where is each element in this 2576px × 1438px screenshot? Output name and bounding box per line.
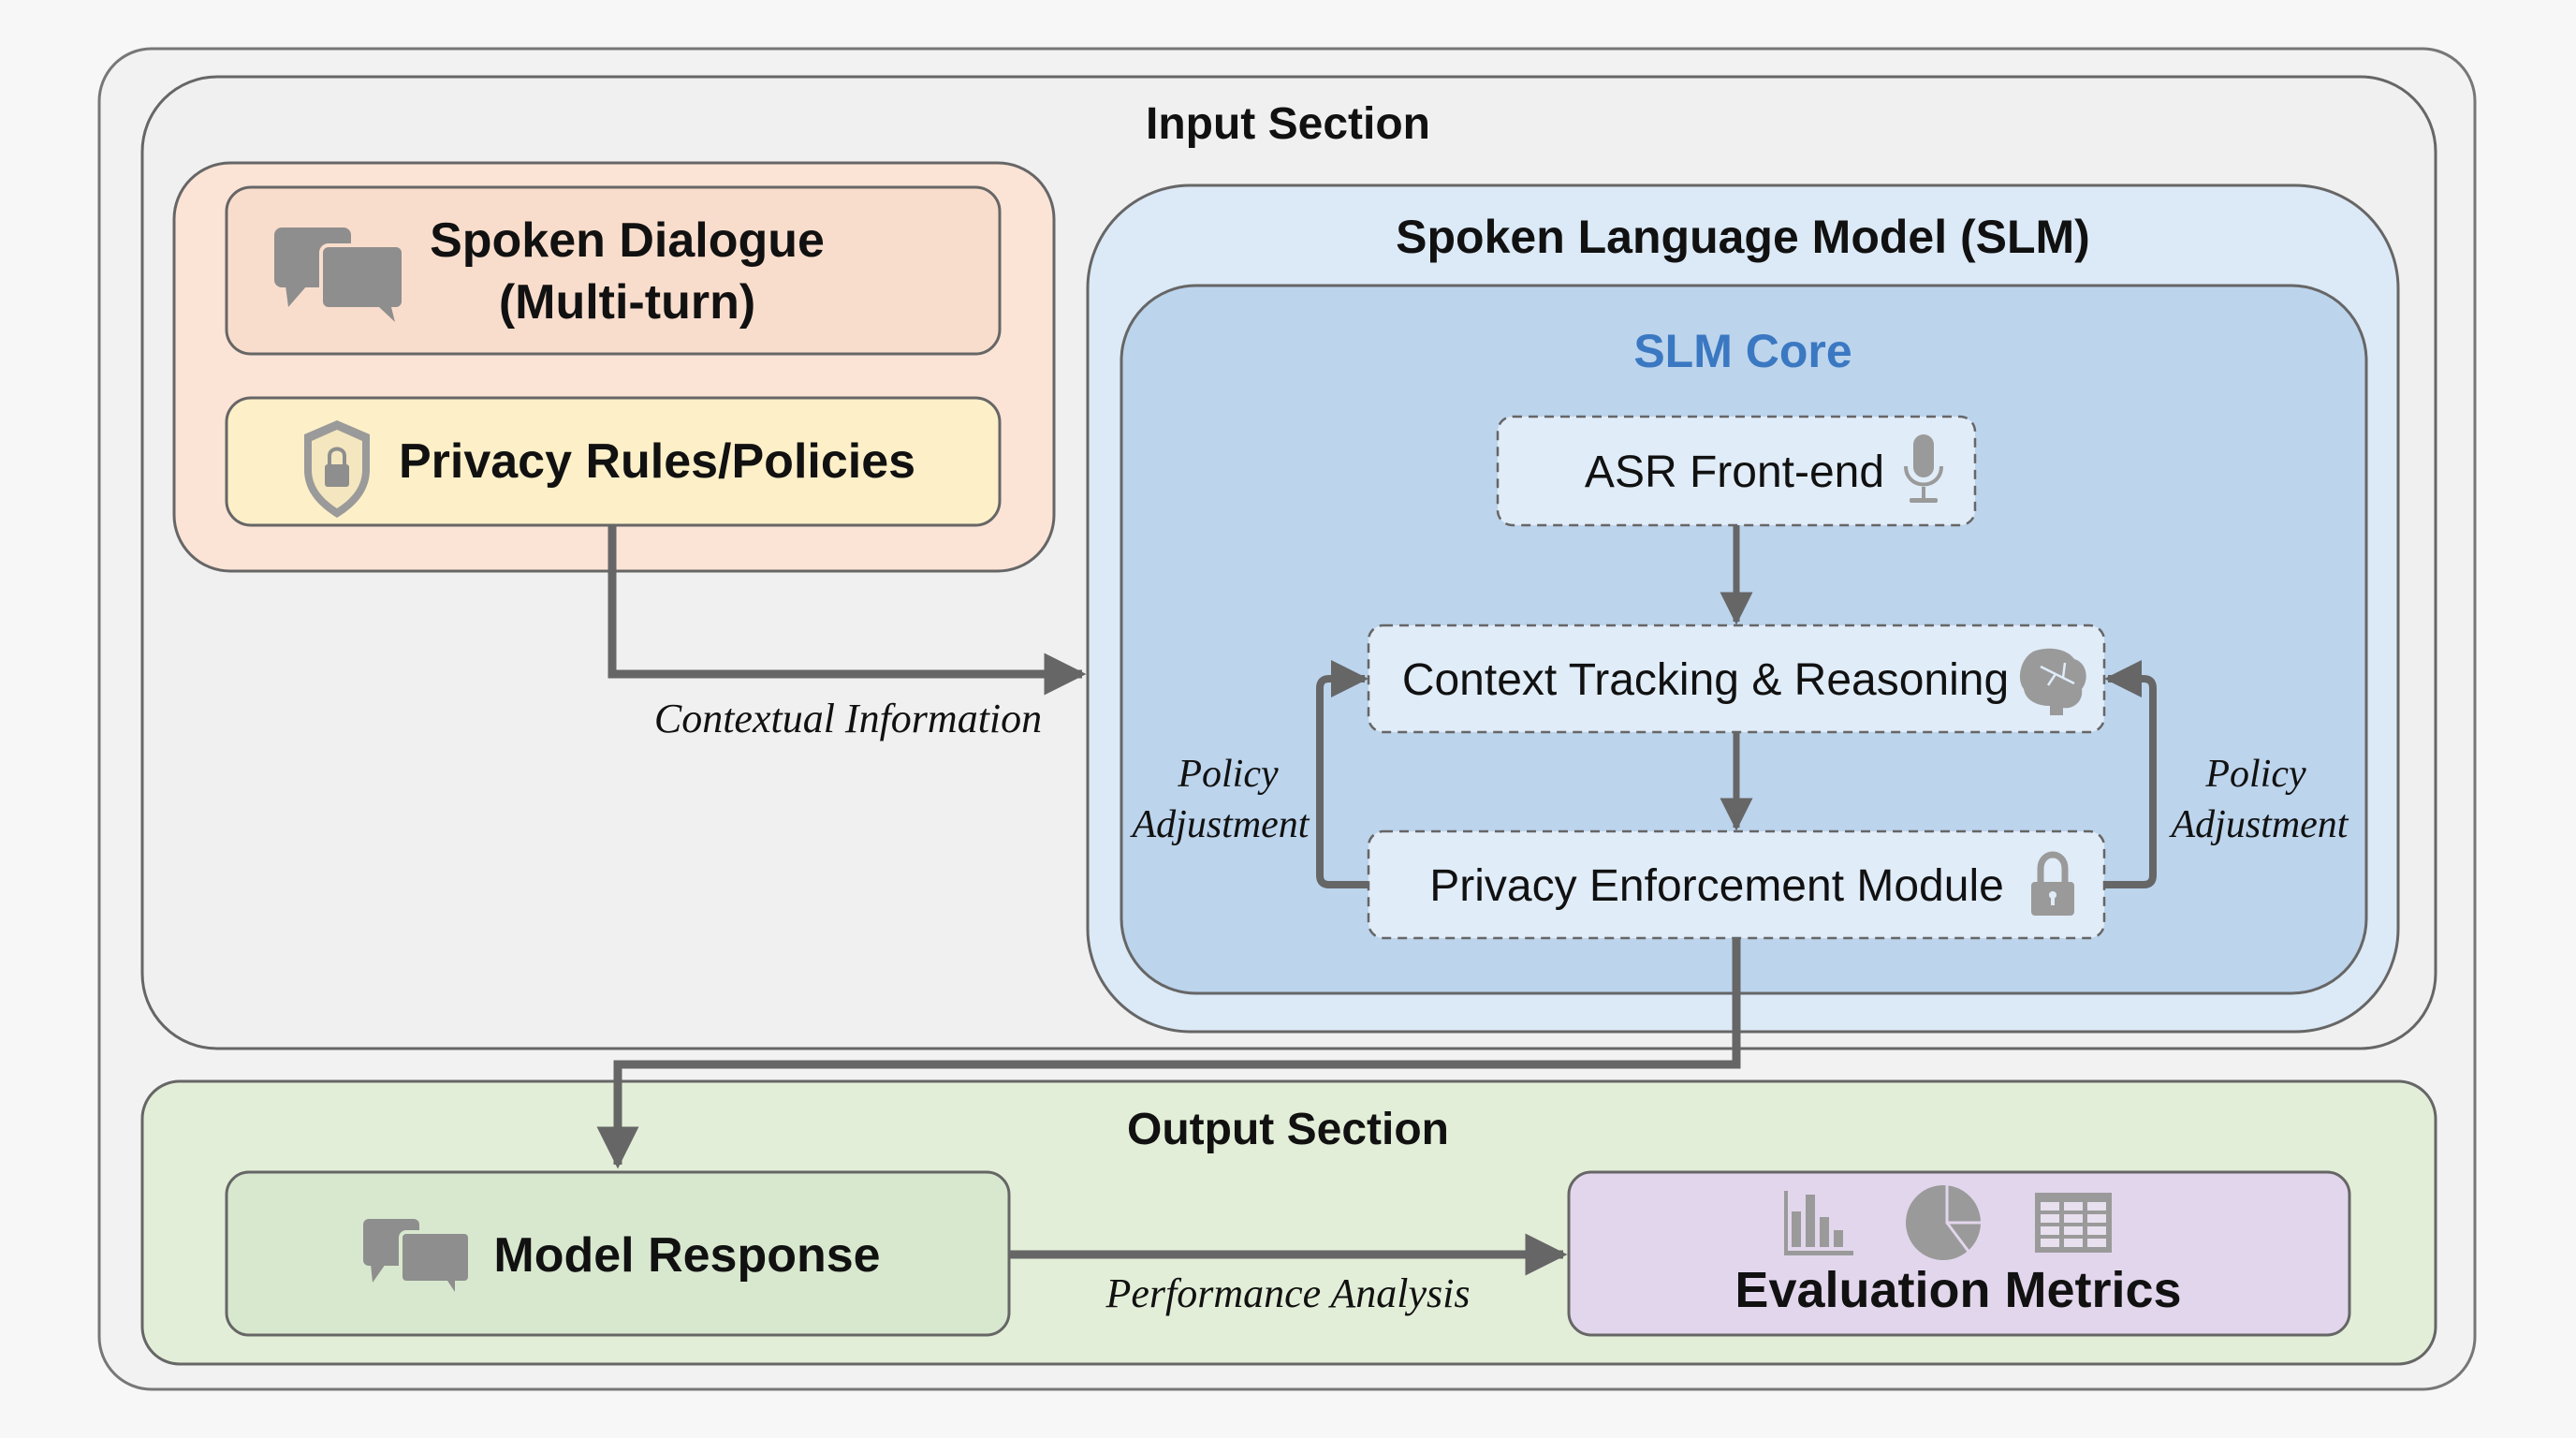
slm-core-title: SLM Core <box>1633 325 1852 377</box>
model-response-box[interactable]: Model Response <box>225 1170 1011 1337</box>
speech-bubbles-icon <box>363 1219 472 1292</box>
input-section-title: Input Section <box>1146 99 1430 149</box>
evaluation-metrics-label: Evaluation Metrics <box>1734 1262 2181 1318</box>
model-response-label: Model Response <box>493 1228 880 1283</box>
shield-lock-icon <box>304 420 370 518</box>
spoken-dialogue-box[interactable]: Spoken Dialogue (Multi-turn) <box>225 185 1002 356</box>
privacy-enforcement-module-label: Privacy Enforcement Module <box>1429 861 2004 911</box>
microphone-icon <box>1904 434 1943 503</box>
brain-icon <box>2019 648 2086 715</box>
arrow-contextual-information <box>607 525 1087 696</box>
feedback-right-label-line2: Adjustment <box>2169 803 2349 846</box>
asr-front-end-label: ASR Front-end <box>1585 448 1884 497</box>
table-icon <box>2035 1193 2112 1253</box>
feedback-left-label-line1: Policy <box>1177 753 1279 796</box>
feedback-left-label-line2: Adjustment <box>1130 803 1310 846</box>
evaluation-metrics-box[interactable]: Evaluation Metrics <box>1567 1170 2351 1337</box>
output-section-title: Output Section <box>1127 1105 1449 1154</box>
privacy-rules-box[interactable]: Privacy Rules/Policies <box>225 396 1002 527</box>
context-tracking-box[interactable]: Context Tracking & Reasoning <box>1367 624 2106 734</box>
contextual-information-label: Contextual Information <box>654 696 1042 741</box>
spoken-dialogue-label-line2: (Multi-turn) <box>499 275 755 330</box>
arrow-privacy-to-response <box>596 938 1741 1169</box>
slm-title: Spoken Language Model (SLM) <box>1396 211 2090 263</box>
speech-bubbles-icon <box>274 227 405 322</box>
performance-analysis-label: Performance Analysis <box>1105 1270 1470 1316</box>
feedback-arrow-right <box>2104 660 2157 888</box>
feedback-right-label-line1: Policy <box>2204 753 2306 796</box>
context-tracking-label: Context Tracking & Reasoning <box>1402 655 2009 705</box>
asr-front-end-box[interactable]: ASR Front-end <box>1496 415 1977 527</box>
privacy-rules-label: Privacy Rules/Policies <box>399 434 915 489</box>
padlock-icon <box>2031 851 2074 916</box>
pie-chart-icon <box>1906 1185 1981 1260</box>
bar-chart-icon <box>1784 1191 1853 1255</box>
feedback-arrow-left <box>1316 660 1368 888</box>
spoken-dialogue-label-line1: Spoken Dialogue <box>430 213 825 268</box>
privacy-enforcement-module-box[interactable]: Privacy Enforcement Module <box>1367 829 2106 940</box>
